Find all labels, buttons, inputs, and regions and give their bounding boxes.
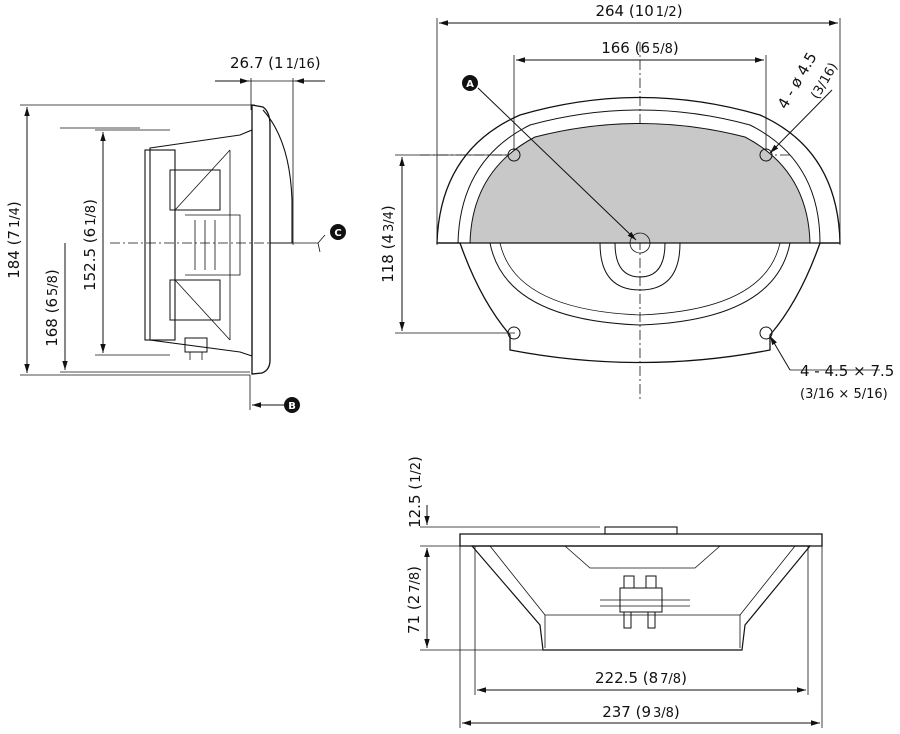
front-height-label: 118 (43/4) — [379, 205, 397, 283]
grille-holes-label: 4 - ø 4.5 — [774, 49, 821, 112]
height-lower-label: 168 (65/8) — [43, 269, 61, 347]
height-total-label: 184 (71/4) — [5, 201, 23, 279]
grille-shaded-area — [469, 123, 811, 244]
mount-holes-inch-label: (3/16 × 5/16) — [800, 387, 888, 402]
mount-depth-label: 71 (27/8) — [405, 566, 423, 634]
svg-text:B: B — [288, 401, 296, 412]
svg-text:A: A — [466, 79, 474, 90]
marker-a: A — [462, 75, 478, 91]
mount-hole-icon — [759, 326, 773, 340]
marker-b: B — [284, 397, 300, 413]
height-magnet-label: 152.5 (61/8) — [81, 199, 99, 291]
svg-text:C: C — [334, 228, 341, 239]
grille-hole-icon — [507, 148, 521, 162]
mount-holes-label: 4 - 4.5 × 7.5 — [800, 362, 894, 380]
marker-c: C — [330, 224, 346, 240]
mount-hole-icon — [507, 326, 521, 340]
grille-hole-icon — [759, 148, 773, 162]
grille-depth-label: 12.5 (1/2) — [406, 456, 424, 528]
